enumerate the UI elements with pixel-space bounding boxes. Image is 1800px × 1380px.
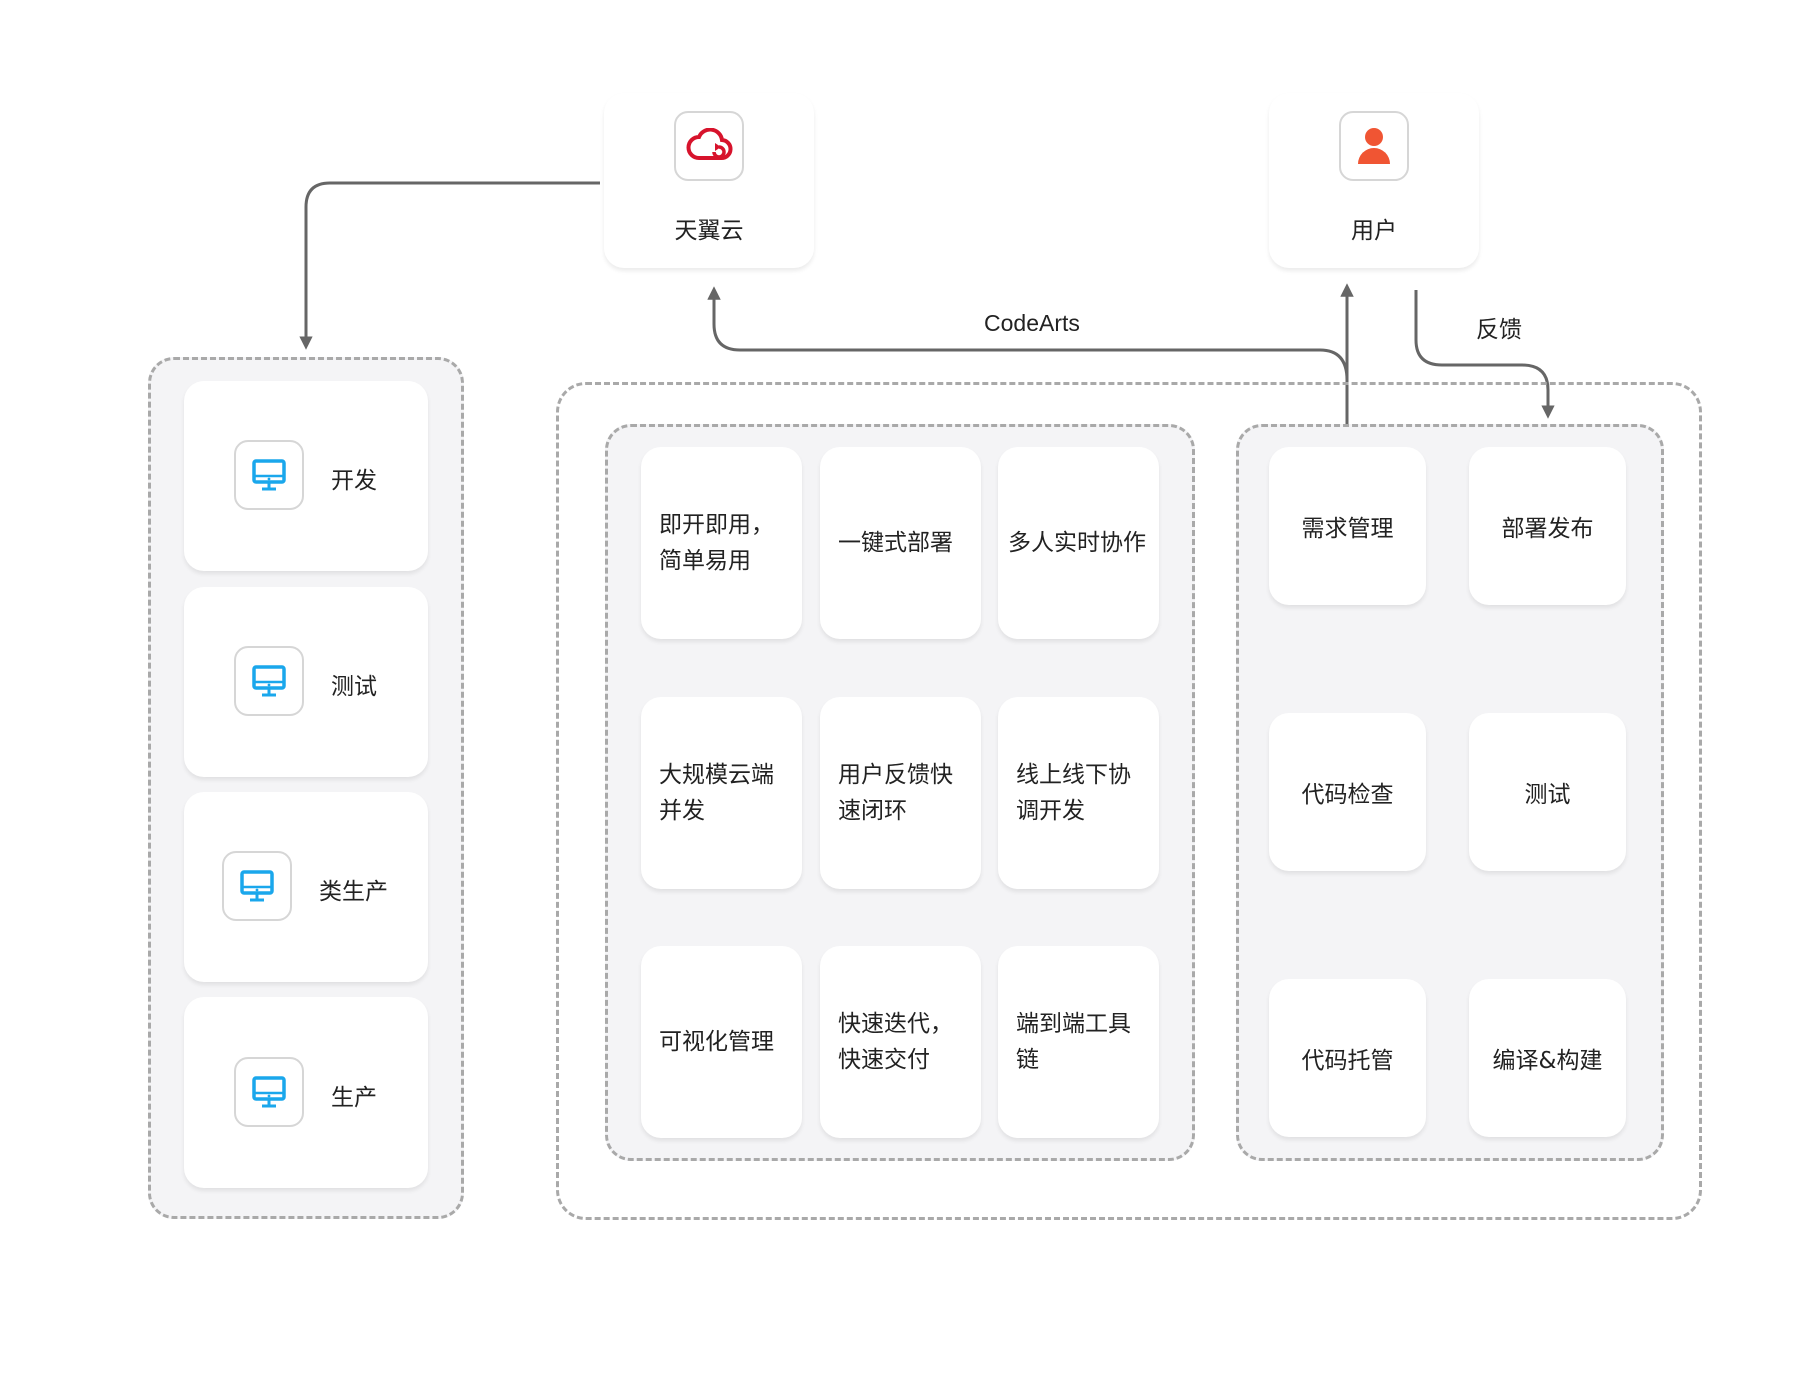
env-card-dev[interactable]: 开发: [184, 381, 428, 571]
feature-card[interactable]: 多人实时协作: [998, 447, 1159, 639]
env-label-staging: 类生产: [319, 879, 388, 905]
monitor-icon: [252, 1076, 286, 1108]
feature-line-1: 用户反馈快: [838, 762, 953, 788]
feature-line-1: 快速迭代，: [838, 1011, 953, 1037]
env-card-prod[interactable]: 生产: [184, 997, 428, 1188]
feature-line-2: 速闭环: [838, 798, 907, 824]
feature-line-1: 大规模云端: [659, 762, 774, 788]
monitor-icon: [252, 459, 286, 491]
pipeline-build[interactable]: 编译&构建: [1469, 979, 1626, 1137]
feature-line-1: 一键式部署: [838, 530, 953, 556]
user-label: 用户: [1351, 218, 1397, 244]
feature-card[interactable]: 端到端工具链: [998, 946, 1159, 1138]
feature-card[interactable]: 大规模云端并发: [641, 697, 802, 889]
tianyi-icon-box: [674, 111, 744, 181]
env-icon-box: [234, 440, 304, 510]
feature-card[interactable]: 用户反馈快速闭环: [820, 697, 981, 889]
pipeline-test[interactable]: 测试: [1469, 713, 1626, 871]
feature-card[interactable]: 一键式部署: [820, 447, 981, 639]
env-card-test[interactable]: 测试: [184, 587, 428, 777]
feature-line-1: 线上线下协: [1016, 762, 1131, 788]
feature-line-1: 可视化管理: [659, 1029, 774, 1055]
pipeline-test-label: 测试: [1524, 782, 1571, 808]
node-tianyi-cloud[interactable]: 天翼云: [604, 93, 814, 268]
cloud-sync-icon: [686, 128, 733, 160]
pipeline-code-hosting[interactable]: 代码托管: [1269, 979, 1426, 1137]
env-icon-box: [234, 1057, 304, 1127]
feature-card[interactable]: 快速迭代， 快速交付: [820, 946, 981, 1138]
pipeline-deploy-label: 部署发布: [1501, 516, 1594, 542]
pipeline-requirements-label: 需求管理: [1301, 516, 1394, 542]
pipeline-code-check-label: 代码检查: [1301, 782, 1394, 808]
node-user[interactable]: 用户: [1269, 93, 1479, 268]
feature-card[interactable]: 线上线下协调开发: [998, 697, 1159, 889]
user-icon-box: [1339, 111, 1409, 181]
feature-line-2: 快速交付: [838, 1047, 930, 1073]
feature-line-2: 简单易用: [659, 548, 751, 574]
edge-label-feedback: 反馈: [1476, 317, 1522, 343]
codearts-platform-container: [556, 382, 1702, 1220]
feature-line-1: 多人实时协作: [1008, 530, 1146, 556]
feature-line-2: 调开发: [1016, 798, 1085, 824]
tianyi-label: 天翼云: [674, 218, 744, 244]
feature-line-1: 端到端工具: [1016, 1011, 1131, 1037]
monitor-icon: [252, 665, 286, 697]
feature-card[interactable]: 即开即用， 简单易用: [641, 447, 802, 639]
user-icon: [1358, 128, 1390, 164]
arrow-tianyi-to-environments: [299, 181, 600, 350]
pipeline-code-check[interactable]: 代码检查: [1269, 713, 1426, 871]
pipeline-deploy[interactable]: 部署发布: [1469, 447, 1626, 605]
env-icon-box: [234, 646, 304, 716]
pipeline-build-label: 编译&构建: [1492, 1048, 1603, 1074]
env-icon-box: [222, 851, 292, 921]
env-label-dev: 开发: [331, 468, 377, 494]
feature-line-1: 即开即用，: [659, 512, 774, 538]
pipeline-code-hosting-label: 代码托管: [1301, 1048, 1394, 1074]
feature-line-2: 链: [1016, 1047, 1039, 1073]
env-label-test: 测试: [331, 674, 377, 700]
feature-card[interactable]: 可视化管理: [641, 946, 802, 1138]
monitor-icon: [240, 870, 274, 902]
env-card-staging[interactable]: 类生产: [184, 792, 428, 982]
feature-line-2: 并发: [659, 798, 705, 824]
edge-label-codearts: CodeArts: [984, 310, 1080, 336]
env-label-prod: 生产: [331, 1085, 377, 1111]
pipeline-requirements[interactable]: 需求管理: [1269, 447, 1426, 605]
